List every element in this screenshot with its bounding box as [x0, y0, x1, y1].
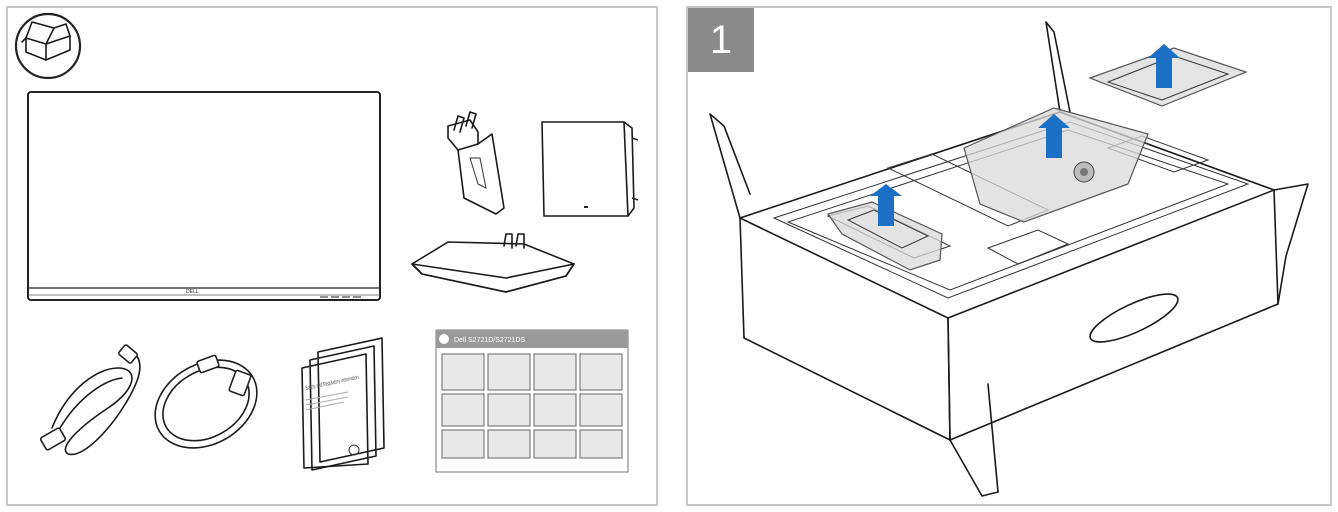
stand-riser-part: [827, 201, 943, 271]
stand-base-part: [963, 107, 1149, 223]
unpacking-step-panel: 1: [686, 6, 1332, 506]
lift-up-arrow-icon: [1038, 114, 1070, 158]
stand-riser-illustration: [447, 111, 505, 215]
box-contents-illustration: DELL: [14, 12, 639, 473]
safety-booklet-illustration: Safety and Regulatory Information: [301, 337, 385, 471]
safety-booklet-title: Safety and Regulatory Information: [305, 375, 359, 392]
quick-setup-title: Dell S2721D/S2721DS: [454, 337, 526, 344]
stand-base-illustration: [411, 233, 575, 293]
monitor-illustration: DELL: [27, 91, 381, 301]
step-number-badge: 1: [688, 8, 754, 72]
lift-up-arrow-icon: [870, 184, 902, 226]
lift-up-arrow-icon: [1148, 44, 1180, 88]
monitor-brand-label: DELL: [186, 289, 199, 295]
unpacking-illustration: [709, 21, 1309, 497]
quick-setup-guide-illustration: Dell S2721D/S2721DS: [435, 329, 629, 473]
hdmi-cable-illustration: [154, 354, 258, 449]
open-box-illustration: [709, 21, 1309, 497]
power-cable-illustration: [39, 344, 141, 456]
back-cover-illustration: [541, 121, 639, 217]
box-contents-panel: DELL: [6, 6, 658, 506]
box-open-icon: [14, 12, 82, 80]
